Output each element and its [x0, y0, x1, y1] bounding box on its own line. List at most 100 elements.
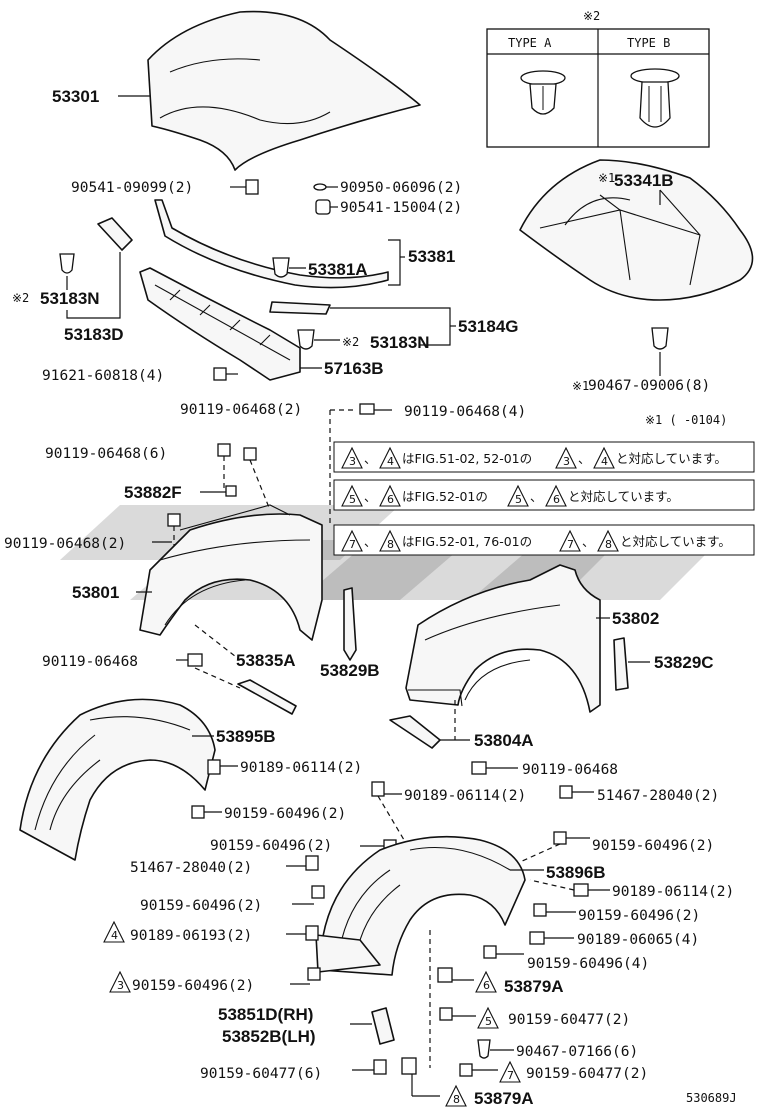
seal-53829B-part: [343, 587, 357, 661]
label-53804A: 53804A: [474, 731, 534, 750]
svg-text:はFIG.52-01, 76-01の: はFIG.52-01, 76-01の: [402, 534, 532, 549]
svg-text:5: 5: [349, 493, 356, 506]
clip-53183N-icon: [59, 253, 75, 274]
svg-text:はFIG.51-02, 52-01の: はFIG.51-02, 52-01の: [402, 451, 532, 466]
tri-90189-06193: 4: [111, 929, 118, 942]
label-53802: 53802: [612, 609, 659, 628]
mark-90467-09006: ※1: [572, 379, 589, 393]
svg-text:8: 8: [605, 538, 612, 551]
svg-text:、: 、: [364, 534, 377, 549]
bolt-90119-a-icon: [187, 653, 203, 667]
label-51467-28040-b: 51467-28040(2): [130, 860, 252, 876]
right-fender-part: [405, 564, 601, 713]
bracket-53804A-part: [389, 715, 441, 749]
label-53183N-left: 53183N: [40, 289, 100, 308]
bolt-90119-2b-icon: [167, 513, 181, 527]
clip-51467-a-icon: [559, 785, 573, 799]
screw-90159-60496-a-icon: [191, 805, 205, 819]
tri-90159-60477-a: 5: [485, 1015, 492, 1028]
clip-90189-06114-a-icon: [207, 759, 221, 775]
mark-53183N-left: ※2: [12, 291, 29, 305]
clip-90467-09006-icon: [651, 327, 669, 350]
clip-53183N-mid-icon: [297, 329, 315, 350]
screw-90159-60496-e-icon: [311, 885, 325, 899]
type-a-label: TYPE A: [508, 36, 552, 50]
label-90159-60496-a: 90159-60496(2): [224, 806, 346, 822]
label-53183D: 53183D: [64, 325, 124, 344]
label-90159-60496-g: 90159-60496(2): [132, 978, 254, 994]
strip-53184G-part: [269, 301, 331, 315]
hood-cushion-icon: [245, 179, 259, 195]
label-90159-60496-e: 90159-60496(2): [140, 898, 262, 914]
svg-text:4: 4: [601, 455, 608, 468]
label-90950-06096: 90950-06096(2): [340, 180, 462, 196]
label-53381: 53381: [408, 247, 455, 266]
label-53835A: 53835A: [236, 651, 296, 670]
label-53183N-mid: 53183N: [370, 333, 430, 352]
label-53879A-b: 53879A: [474, 1089, 534, 1108]
hood-insulator-part: [519, 159, 754, 301]
svg-text:7: 7: [349, 538, 356, 551]
label-53879A-a: 53879A: [504, 977, 564, 996]
label-53829C: 53829C: [654, 653, 714, 672]
screw-90159-60496-g-icon: [307, 967, 321, 981]
mark-53183N-mid: ※2: [342, 335, 359, 349]
screw-90159-60477-a-icon: [439, 1007, 453, 1021]
bolt-91621-icon: [213, 367, 227, 381]
label-90189-06193: 90189-06193(2): [130, 928, 252, 944]
label-90541-09099: 90541-09099(2): [71, 180, 193, 196]
label-53895B: 53895B: [216, 727, 276, 746]
clip-90467-07166-icon: [477, 1039, 491, 1059]
clip-53879A-a-icon: [437, 967, 453, 983]
screw-90159-60477-c-icon: [459, 1063, 473, 1077]
svg-text:4: 4: [387, 455, 394, 468]
label-53801: 53801: [72, 583, 119, 602]
clip-type-a-icon: [520, 70, 566, 115]
svg-text:7: 7: [567, 538, 574, 551]
tri-53879A-a: 6: [483, 979, 490, 992]
left-liner-part: [19, 698, 216, 861]
label-90541-15004: 90541-15004(2): [340, 200, 462, 216]
svg-text:、: 、: [364, 489, 377, 504]
label-90159-60496-c: 90159-60496(2): [592, 838, 714, 854]
label-57163B: 57163B: [324, 359, 384, 378]
type-b-label: TYPE B: [627, 36, 670, 50]
label-90119-06468-a: 90119-06468: [42, 654, 138, 670]
bolt-90119-4-icon: [359, 403, 375, 415]
label-90159-60477-a: 90159-60477(2): [508, 1012, 630, 1028]
svg-text:6: 6: [387, 493, 394, 506]
clip-90189-06065-icon: [529, 931, 545, 945]
label-90119-06468-4: 90119-06468(4): [404, 404, 526, 420]
svg-text:5: 5: [515, 493, 522, 506]
label-53381A: 53381A: [308, 260, 368, 279]
bolt-90119-2a-icon: [243, 447, 257, 461]
label-53184G: 53184G: [458, 317, 519, 336]
label-51467-28040-a: 51467-28040(2): [597, 788, 719, 804]
note-row-1: 3 、 4 はFIG.51-02, 52-01の 3 、 4 と対応しています。: [333, 441, 755, 473]
washer-icon: [313, 183, 327, 191]
mark-53341B: ※1: [598, 171, 615, 185]
bolt-90119-6-icon: [217, 443, 231, 457]
tri-90159-60496-g: 3: [117, 979, 124, 992]
svg-text:と対応しています。: と対応しています。: [568, 489, 679, 504]
clip-51467-b-icon: [305, 855, 319, 871]
svg-text:、: 、: [364, 451, 377, 466]
svg-text:と対応しています。: と対応しています。: [620, 534, 731, 549]
label-91621-60818: 91621-60818(4): [42, 368, 164, 384]
bracket-53183D-part: [97, 217, 133, 251]
label-90189-06114-c: 90189-06114(2): [612, 884, 734, 900]
bracket-53835A-part: [237, 679, 297, 715]
svg-text:はFIG.52-01の: はFIG.52-01の: [402, 489, 488, 504]
note-ref-1: ※1 ( -0104): [645, 413, 727, 427]
left-fender-part: [139, 504, 323, 641]
label-53852B: 53852B(LH): [222, 1027, 316, 1046]
label-53882F: 53882F: [124, 483, 182, 502]
figure-code: 530689J: [686, 1091, 737, 1105]
svg-text:、: 、: [578, 451, 591, 466]
bolt-90119-b-icon: [471, 761, 487, 775]
svg-text:3: 3: [563, 455, 570, 468]
note-row-3: 7 、 8 はFIG.52-01, 76-01の 7 、 8 と対応しています。: [333, 524, 755, 556]
type-legend-box: ※2 TYPE A TYPE B: [486, 9, 710, 148]
label-90189-06114-a: 90189-06114(2): [240, 760, 362, 776]
